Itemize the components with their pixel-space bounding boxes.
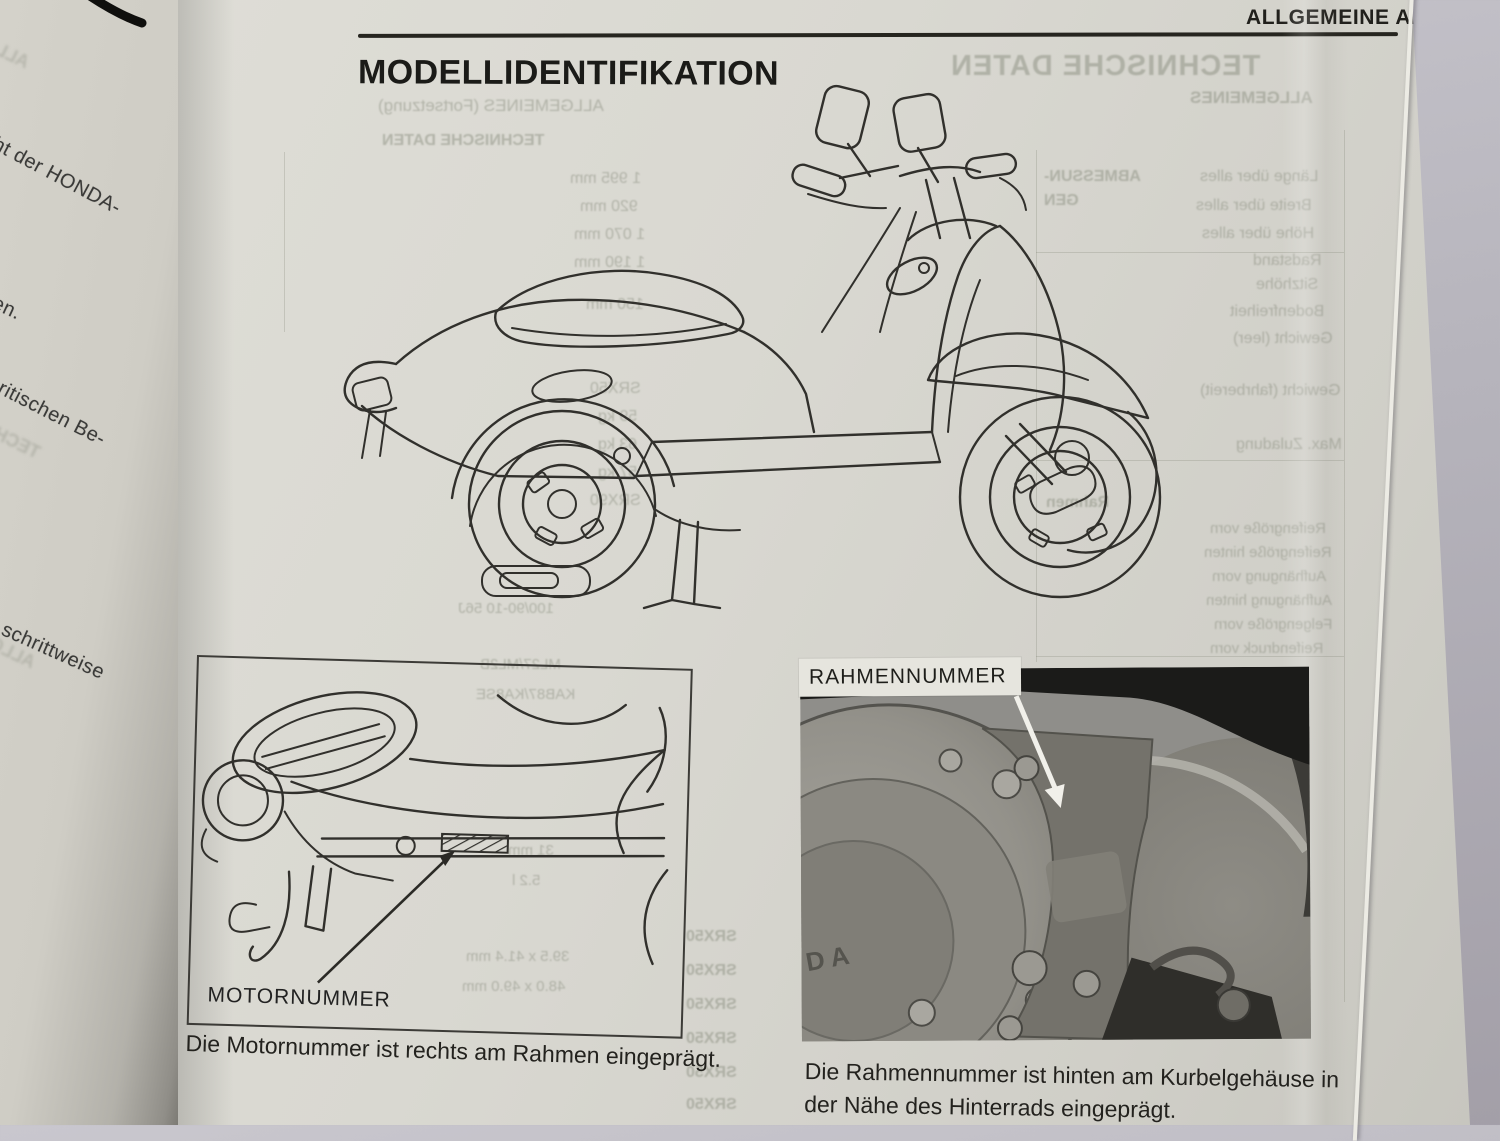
bleed-text: Radstand	[1253, 252, 1322, 269]
bleed-table-line	[1344, 130, 1345, 1002]
frame-number-label: RAHMENNUMMER	[798, 657, 1021, 697]
bleed-text: Reifengröße vorn	[1210, 520, 1326, 537]
left-page-text-fragment: en.	[0, 292, 25, 325]
scooter-line-drawing	[343, 84, 1162, 610]
bleed-text: SRX50	[686, 962, 737, 979]
bleed-text: Höhe über alles	[1202, 225, 1315, 242]
left-page-bleed-text: TECHN	[0, 417, 44, 463]
engine-number-figure: MOTORNUMMER	[186, 655, 693, 1039]
bleed-text: SRX50	[686, 928, 737, 945]
pointer-arrow-icon	[317, 850, 456, 984]
bleed-table-line	[1036, 150, 1037, 662]
bleed-text: Felgengröße vorn	[1214, 616, 1333, 633]
bleed-table-line	[1036, 252, 1344, 253]
bleed-text: TECHNISCHE DATEN	[950, 50, 1261, 82]
bleed-text: Gewicht (fahrbereit)	[1200, 382, 1341, 399]
page-header-section: ALLGEMEINE ANGABEN	[1246, 6, 1500, 29]
bleed-text: ALLGEMEINES	[1190, 88, 1313, 107]
engine-number-drawing	[200, 691, 669, 984]
previous-page-edge: ALLGE TECHN ALLGE cht der HONDA- en. bri…	[0, 0, 178, 1125]
arrow-icon	[1013, 695, 1065, 808]
bleed-text: SRX50	[686, 996, 737, 1013]
bleed-table-line	[1036, 656, 1344, 657]
frame-number-caption: Die Rahmennummer ist hinten am Kurbelgeh…	[804, 1055, 1339, 1129]
bleed-table-line	[284, 152, 285, 332]
left-page-bleed-text: ALLGE	[0, 27, 33, 73]
bleed-text: Bodenfreiheit	[1230, 303, 1325, 320]
bleed-table-line	[1036, 460, 1344, 461]
header-rule	[357, 32, 1399, 38]
page-title: MODELLIDENTIFIKATION	[357, 53, 780, 93]
bleed-text: Reifendruck vorn	[1210, 640, 1324, 657]
frame-number-photo: DA	[800, 666, 1311, 1042]
bleed-text: Breite über alles	[1196, 197, 1312, 214]
bleed-text: Gewicht (leer)	[1233, 330, 1333, 347]
bleed-text: Aufhängung hinten	[1206, 592, 1332, 609]
bleed-text: Länge über alles	[1200, 168, 1319, 185]
bleed-text: Max. Zuladung	[1236, 436, 1342, 453]
bleed-text: Sitzhöhe	[1256, 276, 1319, 293]
left-page-text-fragment: z schrittweise	[0, 612, 109, 684]
bleed-text: SRX50	[686, 1096, 737, 1113]
bleed-text: Reifengröße hinten	[1204, 544, 1332, 561]
engine-number-label: MOTORNUMMER	[207, 983, 392, 1012]
bleed-text: Aufhängung vorn	[1212, 568, 1327, 585]
left-page-text-fragment: cht der HONDA-	[0, 128, 125, 220]
